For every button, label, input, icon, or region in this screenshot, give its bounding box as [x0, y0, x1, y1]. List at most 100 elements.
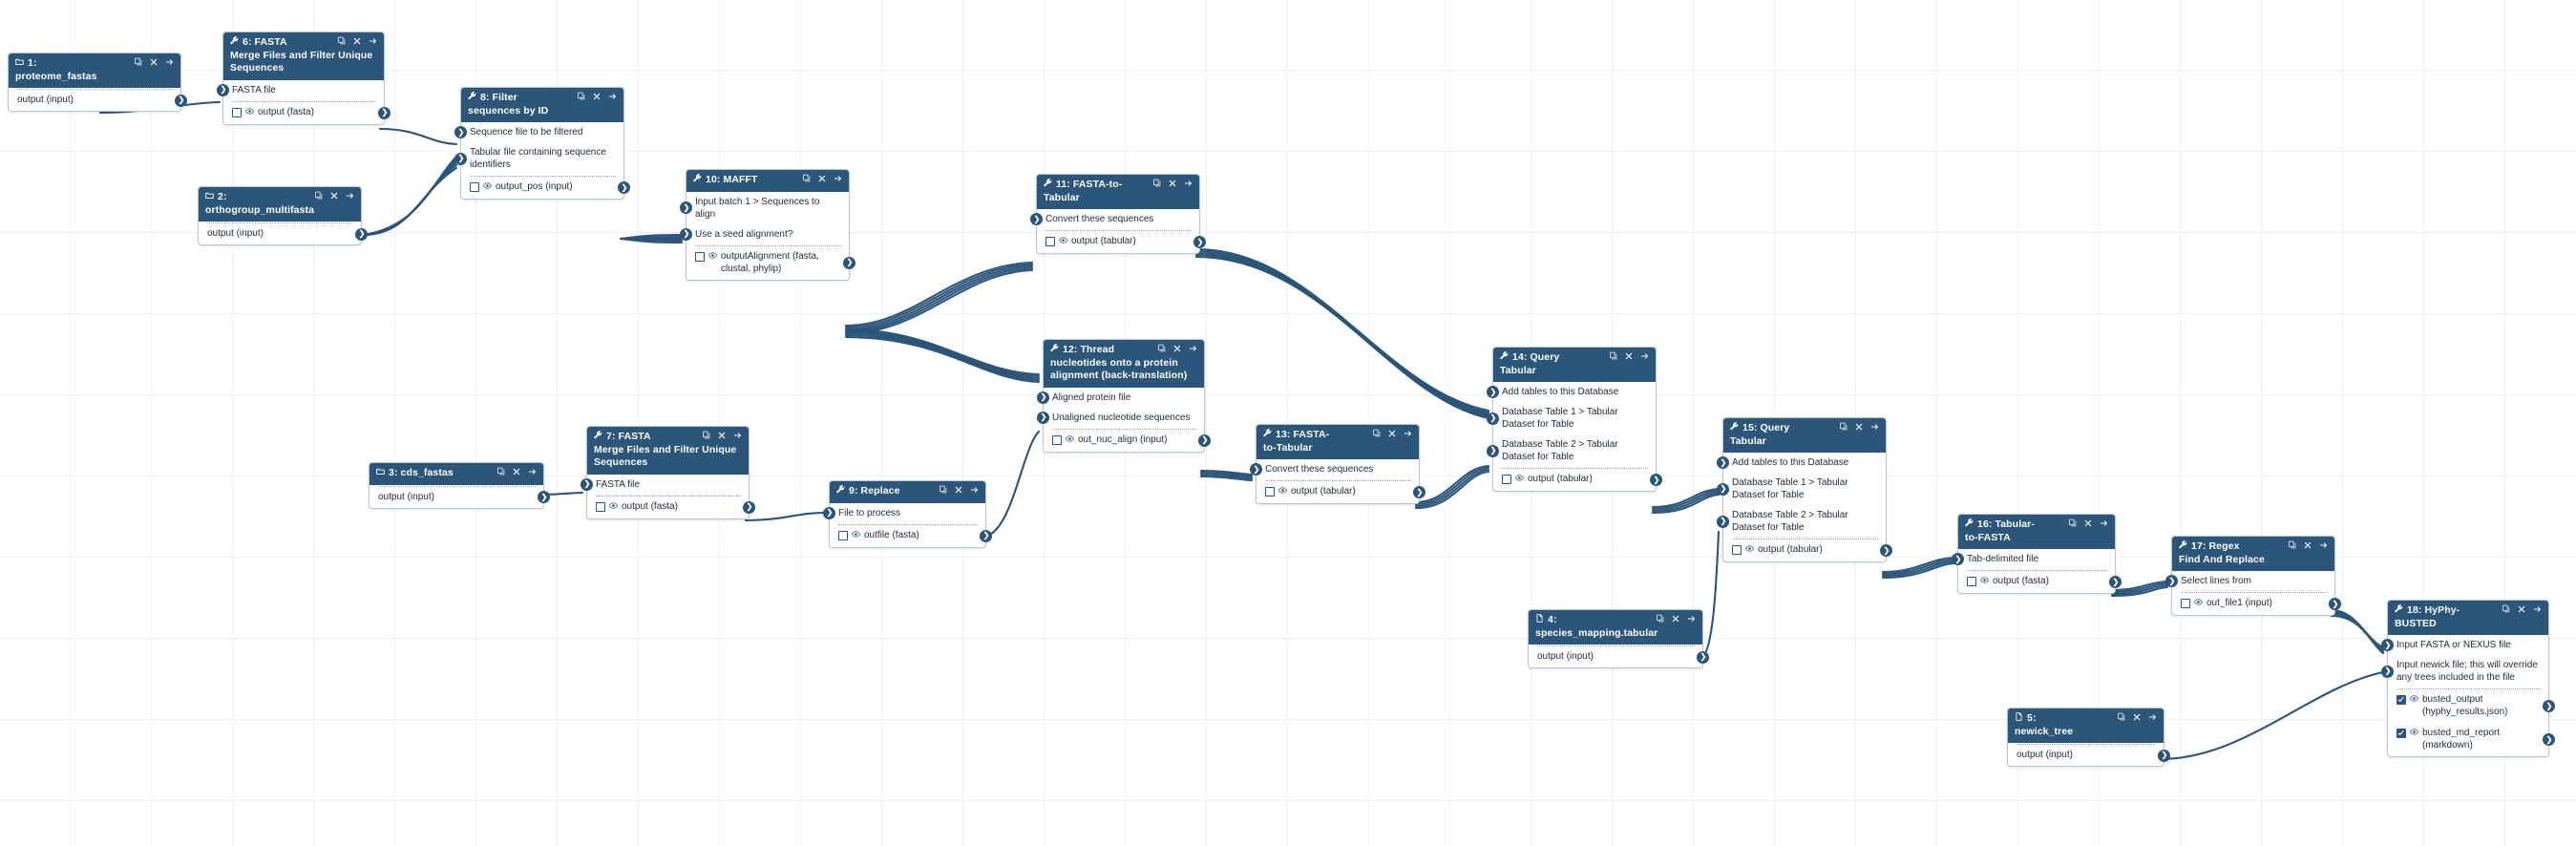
output-checkbox[interactable] [1967, 577, 1976, 586]
output-checkbox[interactable] [232, 107, 242, 117]
node-input-row[interactable]: Add tables to this Database [1487, 382, 1656, 402]
eye-icon[interactable] [1278, 486, 1287, 498]
node-header[interactable]: 5:newick_tree [2008, 709, 2164, 743]
node-details-button[interactable] [2100, 518, 2108, 530]
node-output-row[interactable]: output (tabular) [1037, 231, 1206, 253]
node-details-button[interactable] [1404, 429, 1412, 440]
node-details-button[interactable] [608, 92, 617, 103]
node-output-row[interactable]: output (tabular) [1493, 469, 1662, 491]
workflow-node-n11[interactable]: 11: FASTA-to-TabularConvert these sequen… [1030, 174, 1206, 254]
node-details-button[interactable] [369, 36, 377, 48]
node-header[interactable]: 4:species_mapping.tabular [1529, 610, 1702, 645]
input-connector[interactable] [1037, 391, 1049, 404]
output-checkbox[interactable] [1045, 237, 1055, 246]
node-input-row[interactable]: Database Table 1 > Tabular Dataset for T… [1487, 402, 1656, 434]
node-remove-button[interactable] [2518, 604, 2525, 616]
output-connector[interactable] [175, 94, 187, 107]
node-duplicate-button[interactable] [703, 431, 710, 442]
node-details-button[interactable] [970, 485, 979, 497]
output-connector[interactable] [355, 227, 368, 241]
output-connector[interactable] [1193, 236, 1206, 248]
node-output-row[interactable]: output (tabular) [1256, 481, 1425, 503]
node-details-button[interactable] [1687, 614, 1696, 625]
workflow-node-n15[interactable]: 15: QueryTabularAdd tables to this Datab… [1717, 417, 1892, 562]
node-remove-button[interactable] [1672, 614, 1679, 625]
node-input-row[interactable]: Tab-delimited file [1952, 549, 2115, 569]
node-duplicate-button[interactable] [338, 36, 346, 48]
output-checkbox[interactable] [1265, 487, 1275, 497]
node-duplicate-button[interactable] [578, 92, 585, 103]
node-input-row[interactable]: Sequence file to be filtered [454, 122, 623, 142]
node-input-row[interactable]: Use a seed alignment? [680, 224, 849, 244]
output-checkbox[interactable] [2397, 729, 2406, 738]
input-connector[interactable] [581, 477, 593, 491]
output-checkbox[interactable] [1732, 545, 1742, 555]
node-remove-button[interactable] [2084, 518, 2092, 530]
node-input-row[interactable]: Aligned protein file [1037, 388, 1204, 408]
eye-icon[interactable] [1066, 434, 1074, 447]
node-remove-button[interactable] [1625, 351, 1633, 363]
input-connector[interactable] [1030, 213, 1043, 225]
node-details-button[interactable] [1640, 351, 1649, 363]
input-connector[interactable] [1487, 444, 1499, 457]
node-input-row[interactable]: File to process [823, 503, 985, 523]
node-input-row[interactable]: Input batch 1 > Sequences to align [680, 192, 849, 224]
eye-icon[interactable] [483, 181, 492, 194]
output-connector[interactable] [378, 106, 391, 119]
input-connector[interactable] [1487, 412, 1499, 425]
node-output-row[interactable]: output (fasta) [1958, 571, 2122, 593]
eye-icon[interactable] [2410, 728, 2418, 740]
node-remove-button[interactable] [2304, 540, 2312, 552]
eye-icon[interactable] [708, 251, 717, 264]
output-connector[interactable] [1650, 474, 1662, 486]
node-input-row[interactable]: Unaligned nucleotide sequences [1037, 408, 1204, 428]
output-connector[interactable] [1413, 486, 1425, 498]
workflow-node-n16[interactable]: 16: Tabular-to-FASTATab-delimited fileou… [1952, 514, 2122, 594]
output-connector[interactable] [743, 500, 755, 514]
node-duplicate-button[interactable] [1373, 429, 1381, 440]
node-remove-button[interactable] [513, 467, 520, 478]
node-duplicate-button[interactable] [315, 191, 323, 202]
node-input-row[interactable]: Tabular file containing sequence identif… [454, 142, 623, 175]
workflow-node-n14[interactable]: 14: QueryTabularAdd tables to this Datab… [1487, 347, 1662, 492]
input-connector[interactable] [1952, 553, 1964, 565]
input-connector[interactable] [1487, 386, 1499, 398]
node-duplicate-button[interactable] [2069, 518, 2077, 530]
node-input-row[interactable]: Input FASTA or NEXUS file [2381, 635, 2548, 655]
output-connector[interactable] [2543, 733, 2555, 746]
input-connector[interactable] [2165, 575, 2178, 587]
workflow-node-n13[interactable]: 13: FASTA-to-TabularConvert these sequen… [1250, 424, 1425, 504]
node-details-button[interactable] [165, 57, 174, 69]
input-connector[interactable] [680, 227, 692, 241]
node-details-button[interactable] [528, 467, 537, 478]
node-output-row[interactable]: output (input) [2008, 745, 2170, 766]
node-output-row[interactable]: output (input) [9, 90, 187, 111]
node-duplicate-button[interactable] [2118, 712, 2125, 724]
node-duplicate-button[interactable] [135, 57, 142, 69]
input-connector[interactable] [454, 126, 467, 138]
node-remove-button[interactable] [818, 174, 826, 185]
node-header[interactable]: 16: Tabular-to-FASTA [1958, 515, 2115, 549]
node-details-button[interactable] [2148, 712, 2157, 724]
node-details-button[interactable] [1870, 422, 1879, 434]
node-output-row[interactable]: outputAlignment (fasta, clustal, phylip) [686, 246, 855, 280]
node-remove-button[interactable] [1173, 344, 1181, 355]
input-connector[interactable] [823, 506, 835, 519]
node-input-row[interactable]: Convert these sequences [1030, 209, 1199, 229]
output-connector[interactable] [1880, 544, 1892, 557]
node-output-row[interactable]: output (fasta) [223, 102, 391, 124]
node-input-row[interactable]: FASTA file [217, 80, 384, 100]
node-output-row[interactable]: out_nuc_align (input) [1044, 430, 1211, 452]
node-remove-button[interactable] [150, 57, 158, 69]
node-remove-button[interactable] [2133, 712, 2141, 724]
node-input-row[interactable]: Database Table 1 > Tabular Dataset for T… [1717, 473, 1886, 505]
workflow-node-n10[interactable]: 10: MAFFTInput batch 1 > Sequences to al… [680, 169, 855, 281]
node-header[interactable]: 3: cds_fastas [370, 463, 543, 485]
node-remove-button[interactable] [1855, 422, 1863, 434]
